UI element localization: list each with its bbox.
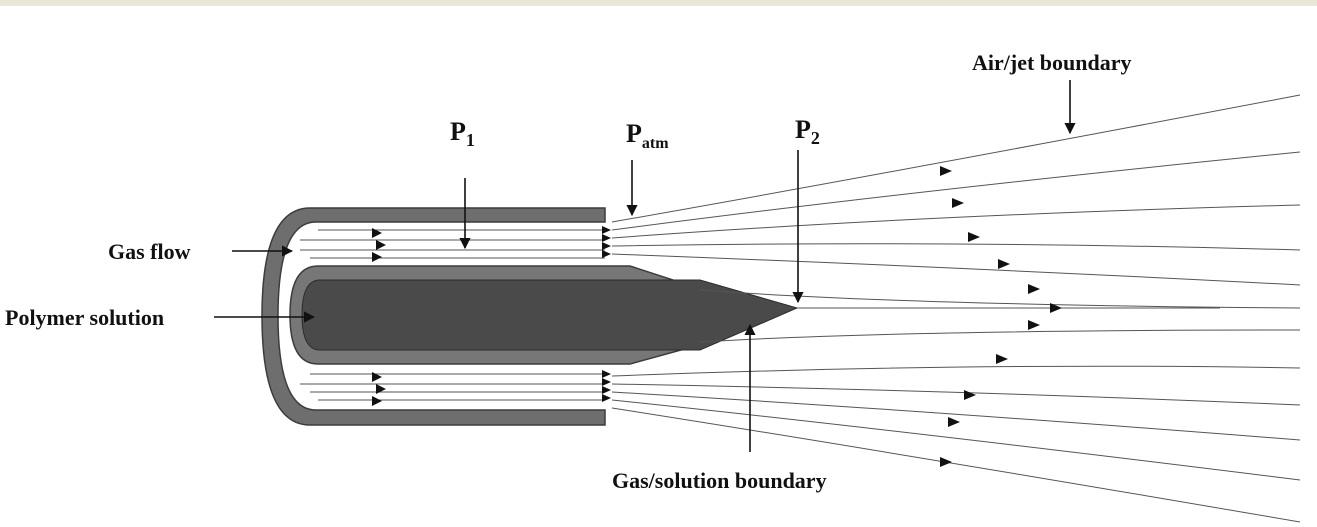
lower-gas-channel-lines xyxy=(300,373,605,401)
gas-flow-chevrons xyxy=(372,226,611,406)
top-band xyxy=(0,0,1317,6)
gas-flow-label: Gas flow xyxy=(108,239,191,264)
upper-gas-channel-lines xyxy=(300,229,605,259)
outer-nozzle-wall xyxy=(261,207,606,426)
patm-label: Patm xyxy=(626,119,669,152)
polymer-solution-core xyxy=(301,279,799,351)
label-pointers xyxy=(214,80,1076,452)
gas-solution-boundary-label: Gas/solution boundary xyxy=(612,468,827,493)
jet-arrowheads xyxy=(940,166,1062,467)
jet-streamlines xyxy=(611,94,1301,523)
p1-label: P1 xyxy=(450,117,475,150)
air-jet-boundary-label: Air/jet boundary xyxy=(972,50,1132,75)
p2-label: P2 xyxy=(795,115,820,148)
polymer-solution-label: Polymer solution xyxy=(5,305,164,330)
